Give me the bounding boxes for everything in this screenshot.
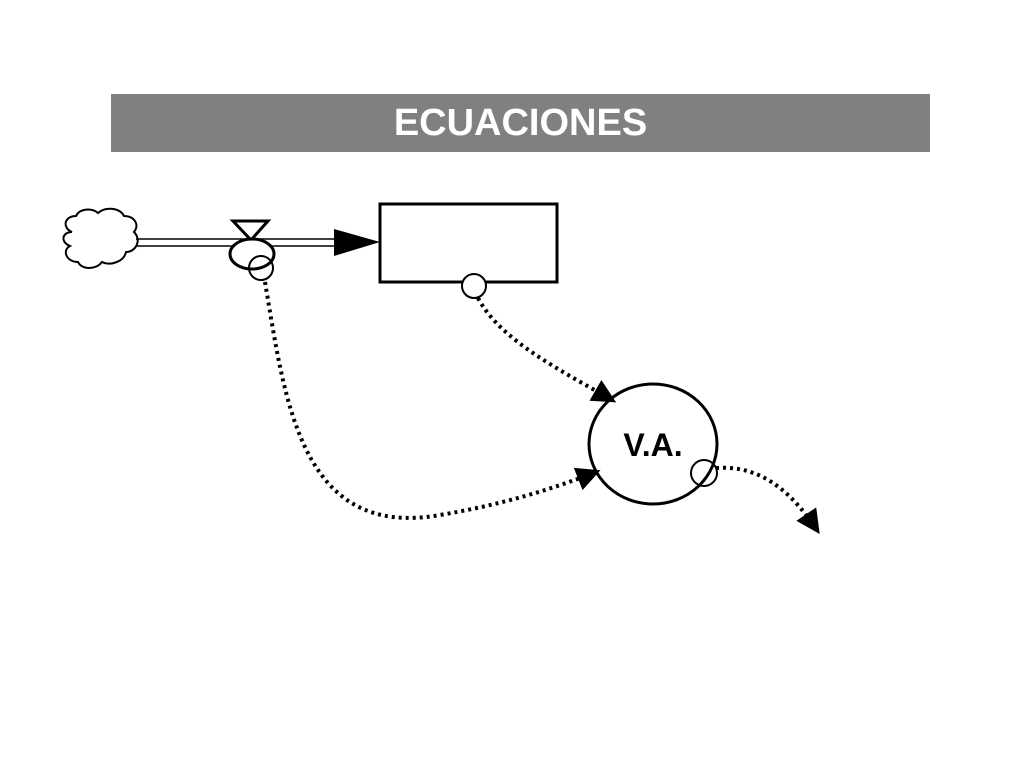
connector-circle-icon [461, 273, 487, 299]
connector-circle-icon [690, 459, 718, 487]
page-title-text: ECUACIONES [393, 101, 648, 144]
dotted-arrow-icon [476, 297, 617, 403]
dotted-arrow-icon [263, 281, 601, 520]
page-title: ECUACIONES [111, 94, 930, 152]
stock-box [378, 202, 559, 284]
auxiliary-variable-circle [587, 382, 719, 506]
flow-arrowhead-icon [334, 229, 380, 256]
dotted-arrow-icon [715, 465, 820, 534]
variable-label: V.A. [623, 427, 682, 463]
cloud-icon [62, 207, 139, 269]
valve-icon [228, 219, 276, 281]
